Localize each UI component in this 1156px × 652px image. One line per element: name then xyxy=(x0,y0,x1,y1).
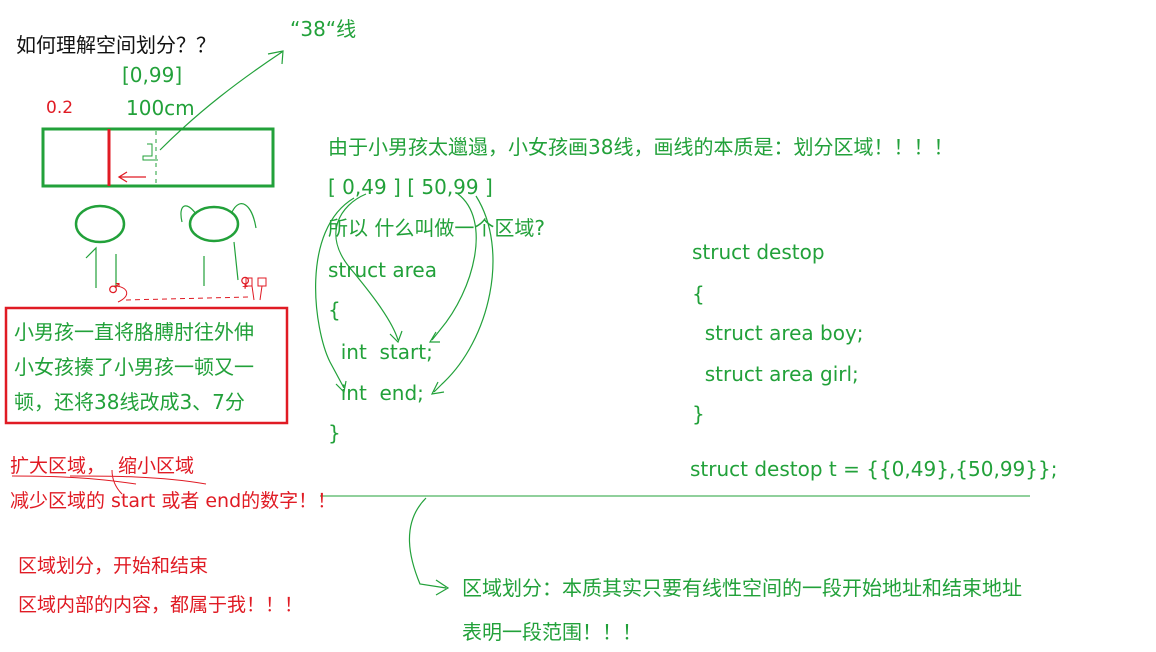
girl-hair xyxy=(180,203,257,229)
desk-length-label: 100cm xyxy=(126,96,195,120)
end-arrow-1 xyxy=(315,197,355,394)
story-box xyxy=(4,306,289,425)
desk-rectangle xyxy=(41,127,275,188)
center-bracket-mark xyxy=(142,143,158,161)
explanation-line-2: [ 0,49 ] [ 50,99 ] xyxy=(328,175,493,199)
conclusion-line-1: 区域划分：本质其实只要有线性空间的一段开始地址和结束地址 xyxy=(462,576,1022,600)
struct-area-line-3: int start; xyxy=(328,340,433,364)
struct-desk-line-5: } xyxy=(692,402,705,426)
struct-desk-line-2: { xyxy=(692,282,705,306)
struct-desk-line-4: struct area girl; xyxy=(692,362,859,386)
struct-area-line-2: { xyxy=(328,298,341,322)
arrow-to-38-label xyxy=(159,50,284,151)
struct-desk-line-1: struct destop xyxy=(692,240,825,264)
boy-body xyxy=(85,246,117,288)
story-line-2: 小女孩揍了小男孩一顿又一 xyxy=(14,355,254,379)
boy-head xyxy=(74,204,126,244)
boy-marker xyxy=(113,285,128,303)
shrink-label: 缩小区域 xyxy=(118,455,195,477)
struct-area-line-1: struct area xyxy=(328,258,437,282)
girl-body xyxy=(203,241,239,286)
struct-area-line-4: int end; xyxy=(328,381,424,405)
boy-girl-dashed-link xyxy=(125,296,249,301)
boy-mark-label: ♂ xyxy=(108,281,121,297)
explanation-line-3: 所以 什么叫做一个区域? xyxy=(328,216,545,240)
desk-range-label: [0,99] xyxy=(122,63,183,87)
struct-desk-line-3: struct area boy; xyxy=(692,321,864,345)
start-arrow-2 xyxy=(428,193,477,343)
explanation-line-1: 由于小男孩太邋遢，小女孩画38线，画线的本质是：划分区域！！！！ xyxy=(328,135,954,159)
conclusion-line-2: 表明一段范围！！！ xyxy=(462,620,642,644)
expand-label: 扩大区域， xyxy=(10,455,106,477)
girl-head xyxy=(188,205,240,243)
end-arrow-2 xyxy=(430,195,494,395)
story-line-1: 小男孩一直将胳膊肘往外伸 xyxy=(14,320,254,344)
line38-label: “38“线 xyxy=(290,17,357,41)
story-line-3: 顿，还将38线改成3、7分 xyxy=(14,390,245,414)
init-line: struct destop t = {{0,49},{50,99}}; xyxy=(690,457,1058,481)
shift-arrow xyxy=(117,171,146,183)
page-title: 如何理解空间划分？？ xyxy=(16,33,216,57)
start-arrow-1 xyxy=(335,193,403,344)
girl-mark-label: ♀ xyxy=(240,275,251,291)
split-mark-label: 0.2 xyxy=(46,98,74,118)
girl-marker xyxy=(245,277,267,301)
ownership-line-1: 区域划分，开始和结束 xyxy=(18,555,209,577)
conclusion-arrow xyxy=(408,497,450,596)
struct-area-line-5: } xyxy=(328,421,341,445)
expand-shrink-marks xyxy=(11,469,207,495)
reduce-line: 减少区域的 start 或者 end的数字！！ xyxy=(10,490,337,512)
ownership-line-2: 区域内部的内容，都属于我！！！ xyxy=(18,594,304,616)
